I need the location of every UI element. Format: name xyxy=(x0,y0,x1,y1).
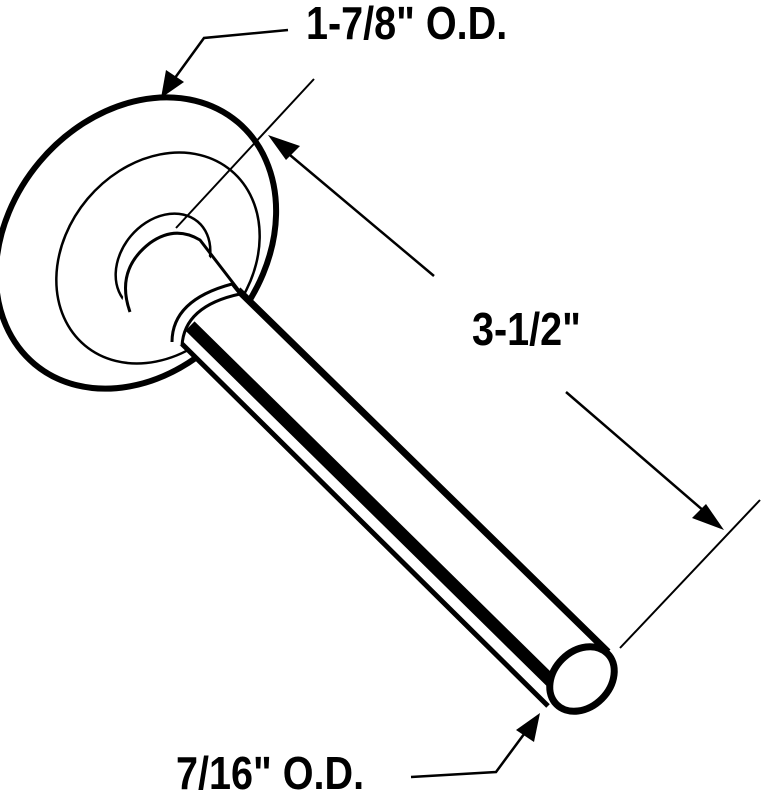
extension-line-shaft xyxy=(619,499,761,649)
roller-shaft xyxy=(122,231,618,715)
shaft-shadow-band xyxy=(185,321,565,695)
length-dimension-line-upper xyxy=(283,149,435,277)
shaft-body xyxy=(122,235,608,708)
arrowhead-upper xyxy=(268,135,300,160)
shaft-edge-bottom xyxy=(174,336,550,708)
arrowhead-lower xyxy=(692,504,724,530)
dimension-lines xyxy=(161,28,761,779)
shaft-collar xyxy=(170,282,243,347)
arrowhead-wheel-od xyxy=(161,70,184,98)
shaft-hub-end xyxy=(124,231,242,313)
leader-shaft-od xyxy=(410,725,532,779)
wheel-outer-diameter-label: 1-7/8" O.D. xyxy=(306,0,508,49)
shaft-outer-diameter-label: 7/16" O.D. xyxy=(176,747,365,799)
leader-wheel-od xyxy=(170,28,289,83)
length-dimension-line-lower xyxy=(565,391,713,519)
overall-length-label: 3-1/2" xyxy=(472,303,581,355)
extension-line-wheel xyxy=(175,78,315,229)
arrowhead-shaft-od xyxy=(516,713,540,742)
shaft-edge-top xyxy=(235,287,611,655)
shaft-end-cap xyxy=(546,643,618,715)
